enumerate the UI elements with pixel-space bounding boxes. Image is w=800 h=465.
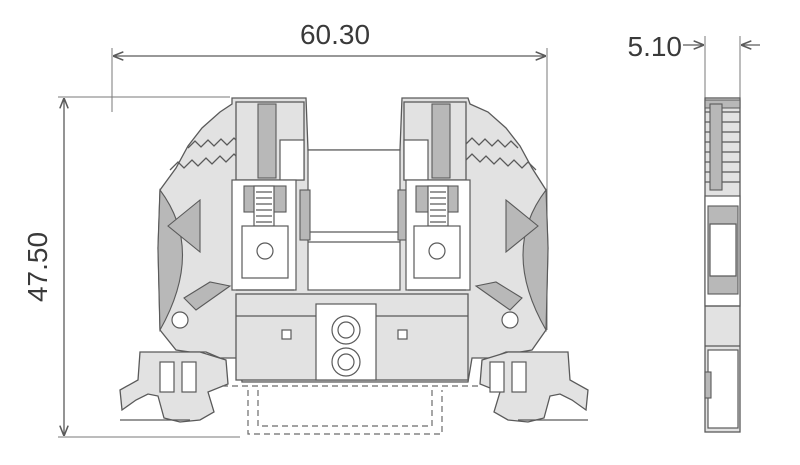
height-label: 47.50 (22, 232, 53, 302)
width-label: 60.30 (300, 19, 370, 50)
terminal-block-front-view (119, 97, 589, 435)
width-dimension: 60.30 (111, 19, 548, 330)
thickness-label: 5.10 (628, 31, 683, 62)
height-dimension: 47.50 (22, 96, 240, 438)
terminal-block-side-view (704, 97, 741, 433)
thickness-dimension: 5.10 (628, 31, 760, 98)
